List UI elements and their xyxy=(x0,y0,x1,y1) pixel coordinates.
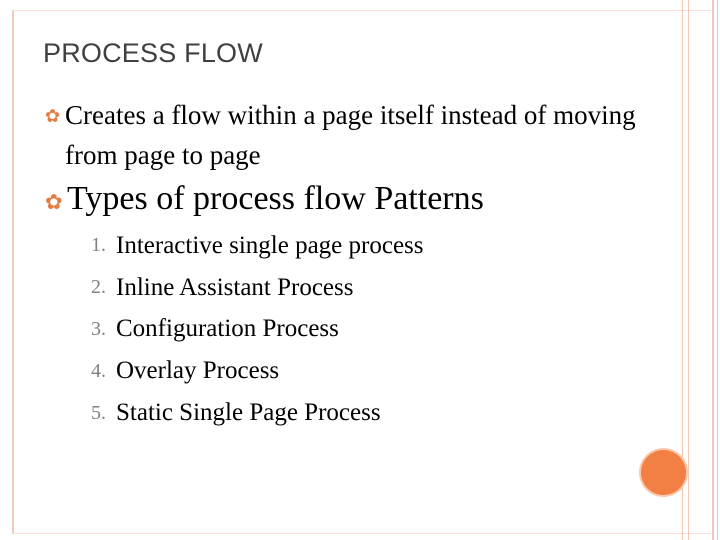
bullet-text: Creates a flow within a page itself inst… xyxy=(65,100,636,170)
list-item: 4. Overlay Process xyxy=(46,350,424,392)
orange-flower-bullet-icon: ✿ xyxy=(45,190,63,214)
bullet-item: ✿ Creates a flow within a page itself in… xyxy=(45,95,665,175)
list-item: 3. Configuration Process xyxy=(46,309,424,351)
list-label: Overlay Process xyxy=(116,357,280,385)
list-item: 1. Interactive single page process xyxy=(46,225,424,267)
list-number: 1. xyxy=(91,234,106,257)
orange-flower-bullet-icon: ✿ xyxy=(45,106,61,127)
list-number: 5. xyxy=(91,401,106,424)
list-number: 4. xyxy=(91,359,106,382)
decorative-rail xyxy=(682,0,683,540)
bullet-item: ✿ Types of process flow Patterns xyxy=(45,176,484,225)
list-label: Configuration Process xyxy=(116,315,339,343)
orange-circle-decoration xyxy=(641,450,686,495)
list-label: Inline Assistant Process xyxy=(116,273,354,301)
decorative-rail xyxy=(688,0,689,540)
decorative-rail xyxy=(717,0,718,540)
pattern-list: 1. Interactive single page process 2. In… xyxy=(46,225,424,434)
list-label: Static Single Page Process xyxy=(116,399,381,427)
list-item: 5. Static Single Page Process xyxy=(46,392,424,434)
slide-title: PROCESS FLOW xyxy=(43,38,263,68)
list-number: 2. xyxy=(91,276,106,299)
list-label: Interactive single page process xyxy=(116,231,424,259)
slide-frame xyxy=(12,10,711,534)
decorative-rail xyxy=(712,0,714,540)
list-number: 3. xyxy=(91,317,106,340)
bullet-text: Types of process flow Patterns xyxy=(67,180,484,217)
list-item: 2. Inline Assistant Process xyxy=(46,267,424,309)
